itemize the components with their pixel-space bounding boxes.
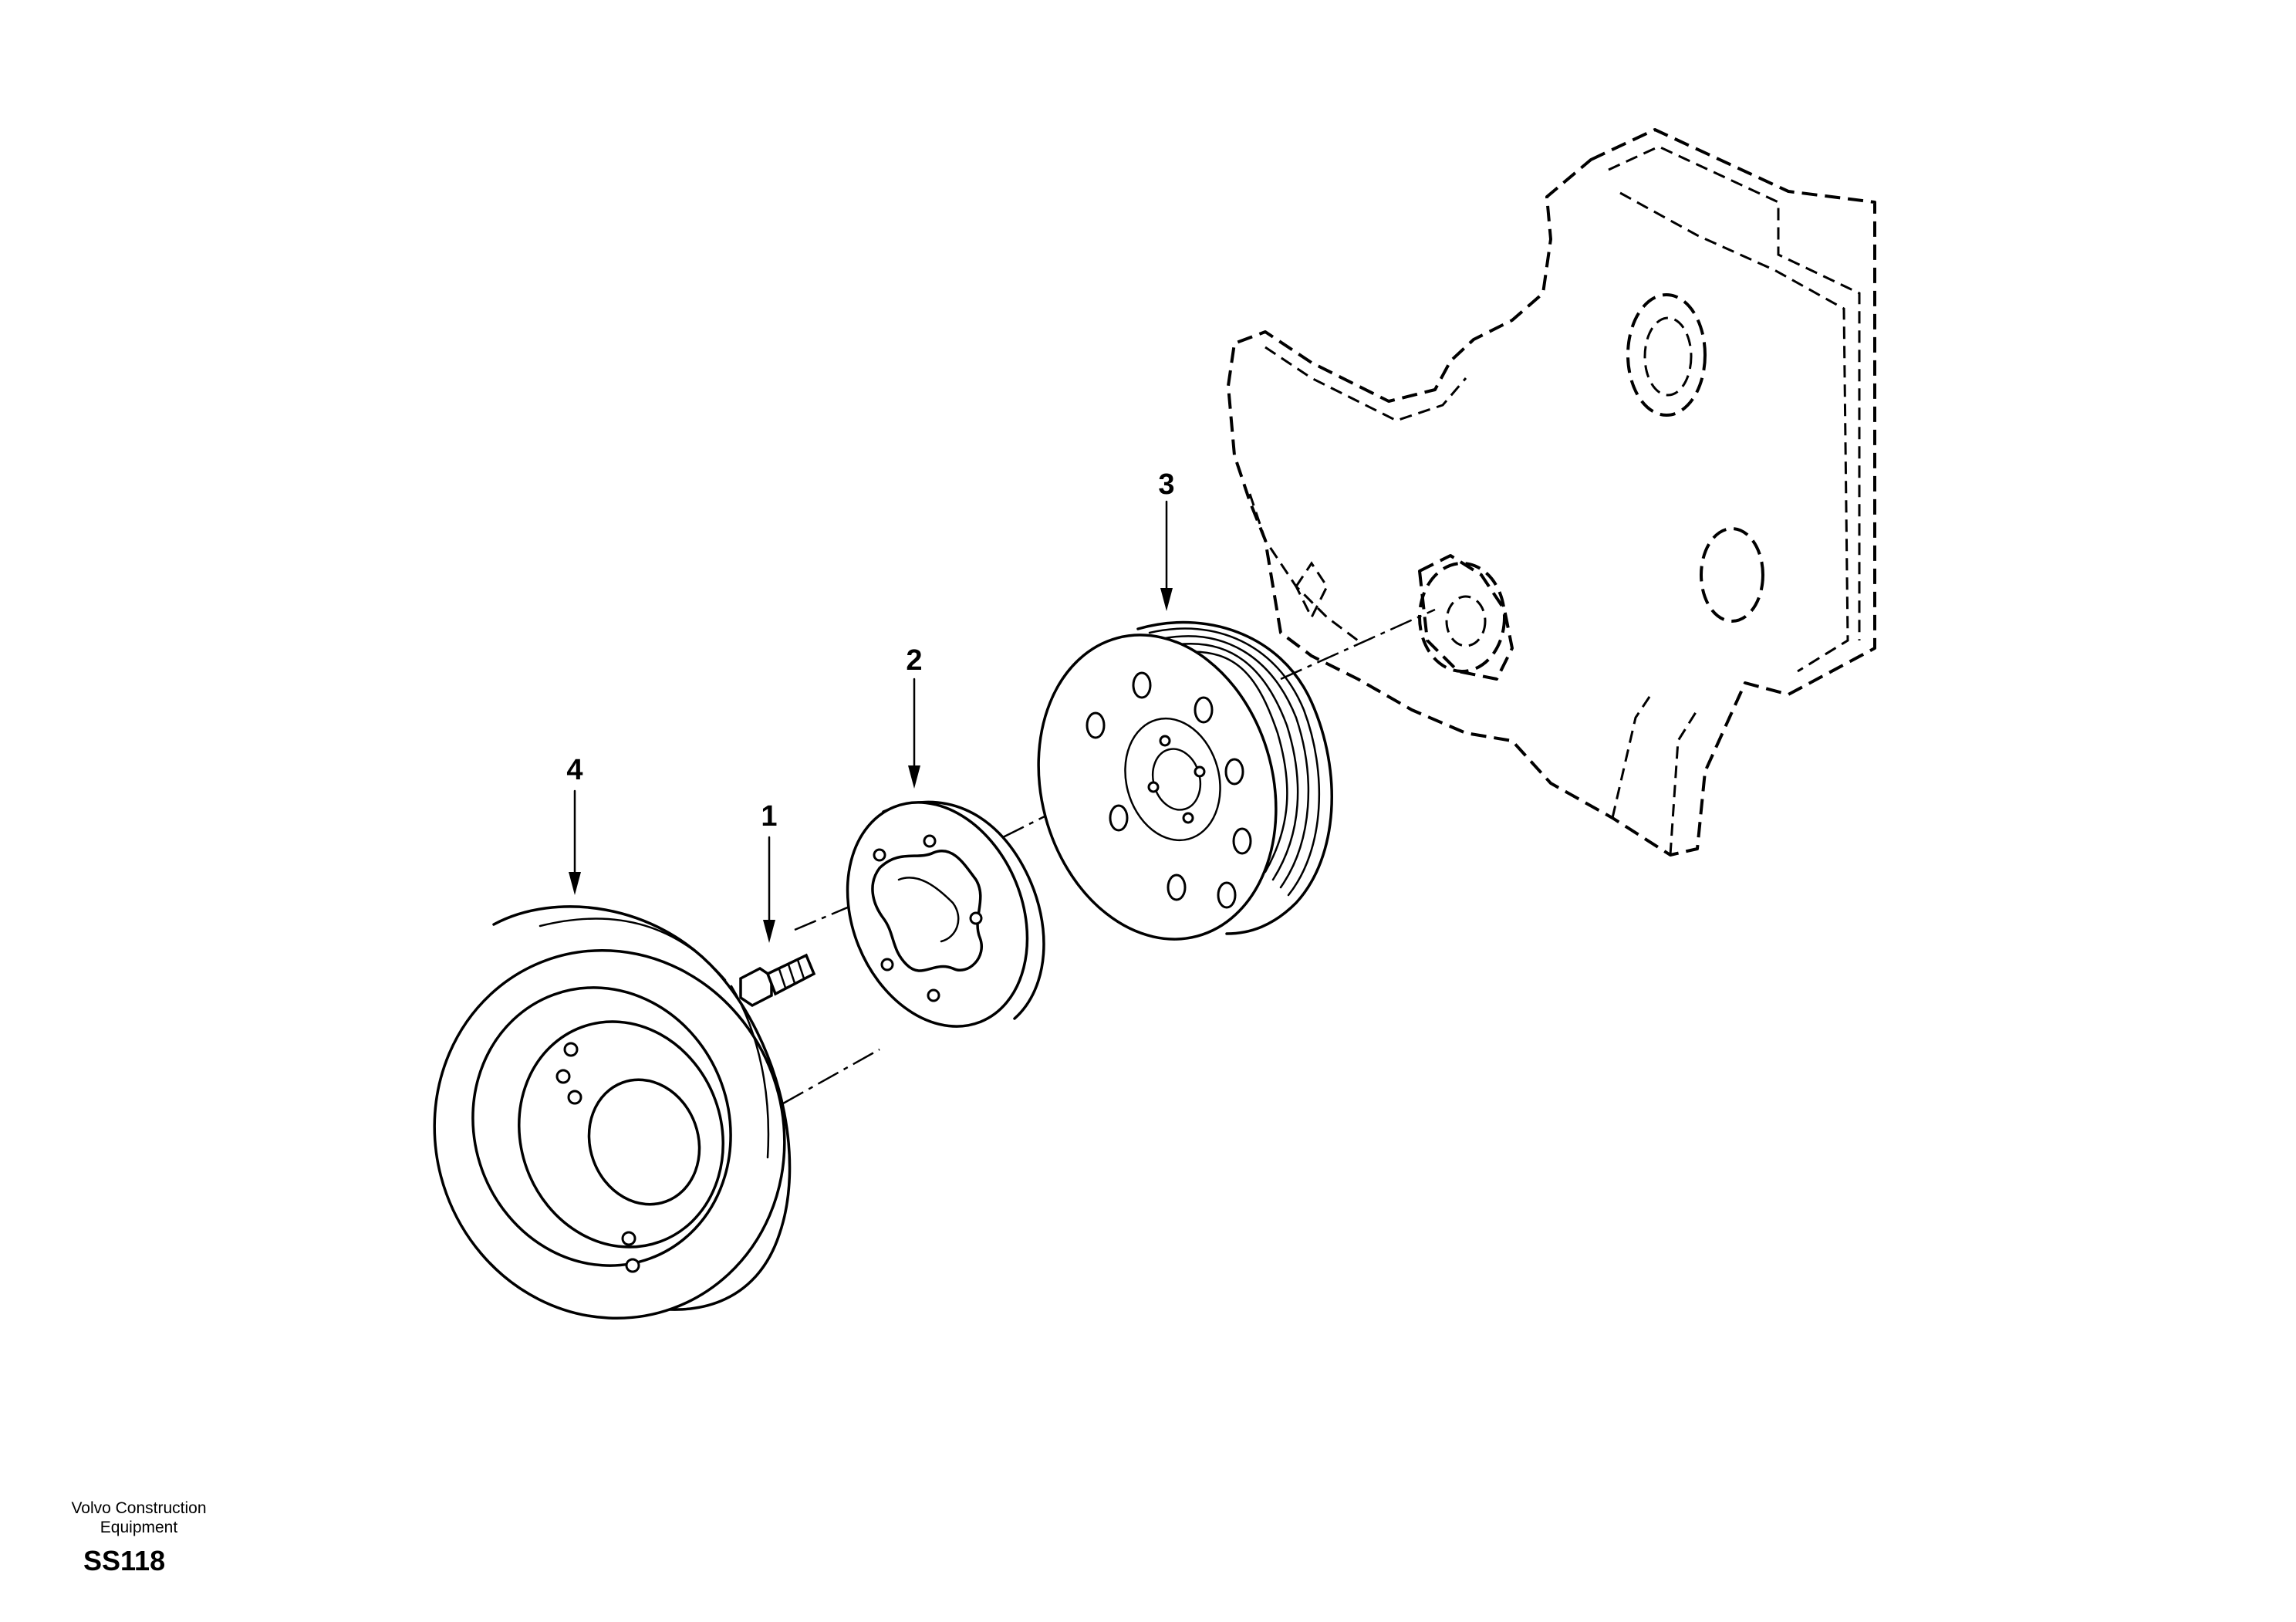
arrowhead-3 <box>1160 588 1173 611</box>
publisher-footer: Volvo Construction Equipment SS118 <box>39 1499 239 1577</box>
callout-leaders <box>569 500 1173 943</box>
arrowhead-4 <box>569 872 581 895</box>
figure-code: SS118 <box>83 1545 166 1576</box>
callout-4-label: 4 <box>566 754 582 786</box>
arrowhead-2 <box>908 765 920 789</box>
callout-2-label: 2 <box>906 644 922 677</box>
part-2-hub-plate <box>846 800 1045 1028</box>
part-1-bolt <box>739 953 816 1008</box>
part-3-crank-pulley <box>1037 620 1333 941</box>
timing-cover-phantom <box>1227 128 1876 857</box>
publisher-name-line2: Equipment <box>100 1519 178 1536</box>
callout-1-label: 1 <box>761 800 777 833</box>
arrowhead-1 <box>763 920 775 943</box>
publisher-name-line1: Volvo Construction <box>71 1499 207 1517</box>
callout-3-label: 3 <box>1158 468 1174 501</box>
part-4-damper-pulley <box>433 905 792 1320</box>
